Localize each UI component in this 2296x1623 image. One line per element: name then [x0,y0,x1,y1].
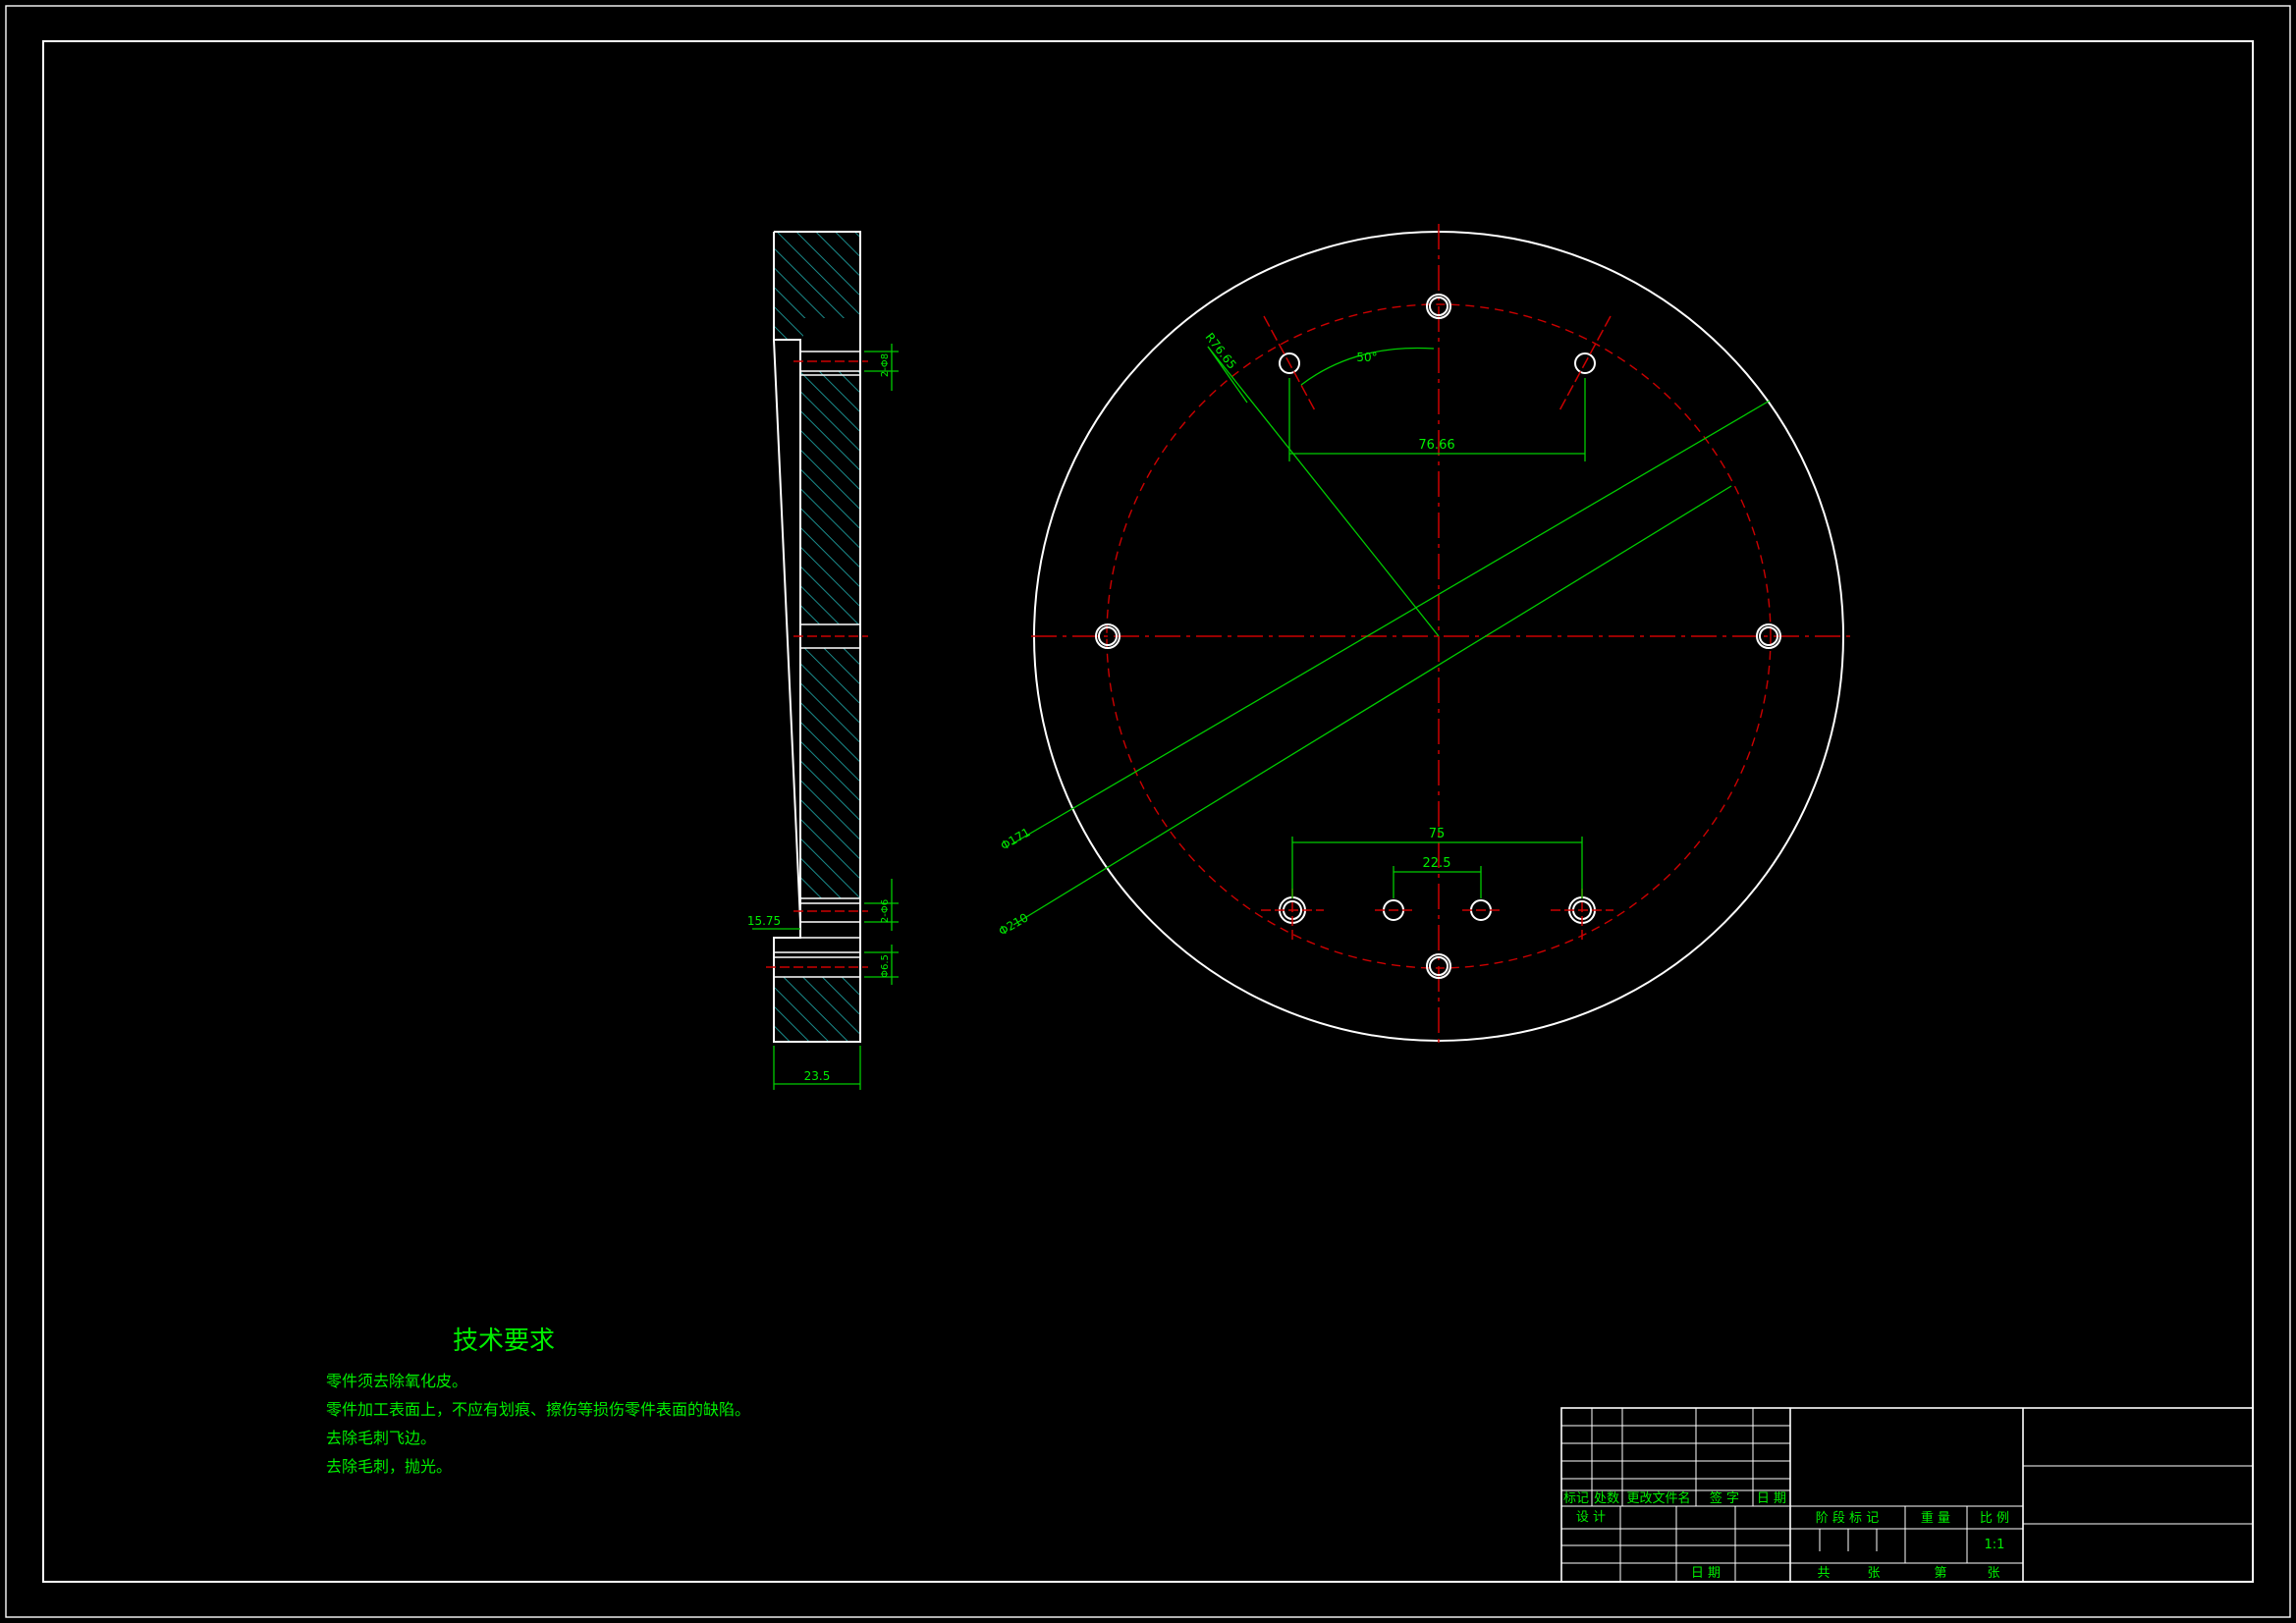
tb-scale-label: 比 例 [1980,1511,2009,1526]
tb-rev-doc: 更改文件名 [1626,1490,1690,1506]
section-hatch-lower [800,648,860,898]
dim-section-hole-3: Φ6.5 [880,954,891,978]
tb-sheet-unit: 张 [1987,1566,1999,1581]
tb-designer: 设 计 [1576,1510,1606,1525]
dim-inner-span: 22.5 [1423,856,1451,871]
dim-section-thickness: 23.5 [804,1069,831,1083]
tb-sheets-unit: 张 [1867,1566,1880,1581]
dim-hole-angle: 50° [1356,351,1377,364]
tb-rev-date: 日 期 [1757,1491,1786,1506]
tb-weight: 重 量 [1921,1510,1950,1526]
upper-small-holes [1263,315,1612,413]
dim-outer-span: 75 [1429,827,1446,841]
plan-view: R76.65 50° 76.66 Φ171 Φ210 75 22.5 [996,224,1851,1049]
tb-rev-count: 处数 [1594,1491,1619,1506]
dim-hole-chord: 76.66 [1418,438,1454,453]
tb-date-label: 日 期 [1691,1566,1721,1581]
tb-rev-mark: 标记 [1563,1491,1589,1506]
section-hatch-bottom [774,977,860,1042]
tb-scale-value: 1:1 [1985,1538,2005,1552]
notes-title: 技术要求 [453,1326,555,1356]
tb-sheets-total: 共 [1817,1566,1830,1581]
dim-section-step: 15.75 [747,914,781,928]
title-block: 标记 处数 更改文件名 签 字 日 期 设 计 阶 段 标 记 重 量 比 例 … [1560,1407,2254,1583]
dim-section-hole-2: 2-Φ6 [880,899,891,923]
section-hatch-upper [800,371,860,624]
section-view: 23.5 15.75 2-Φ8 2-Φ6 Φ6.5 [747,231,899,1090]
note-1: 零件须去除氧化皮。 [326,1372,467,1390]
tb-stage-mark: 阶 段 标 记 [1816,1511,1879,1526]
technical-notes: 技术要求 零件须去除氧化皮。 零件加工表面上，不应有划痕、擦伤等损伤零件表面的缺… [326,1326,750,1476]
outer-sheet-border [5,5,2291,1618]
bolt-holes [1095,294,1781,979]
tb-rev-sign: 签 字 [1710,1490,1739,1506]
note-2: 零件加工表面上，不应有划痕、擦伤等损伤零件表面的缺陷。 [326,1400,750,1419]
dim-outer-diameter: Φ171 [998,825,1032,852]
tb-sheet-no: 第 [1934,1566,1946,1581]
note-3: 去除毛刺飞边。 [326,1429,436,1447]
dim-inner-diameter: Φ210 [996,910,1030,938]
note-4: 去除毛刺，抛光。 [326,1457,452,1476]
dim-section-hole-1: 2-Φ8 [880,353,891,377]
section-hatch-top [774,232,860,340]
lower-holes [1261,889,1613,943]
drawing-frame [42,40,2254,1583]
